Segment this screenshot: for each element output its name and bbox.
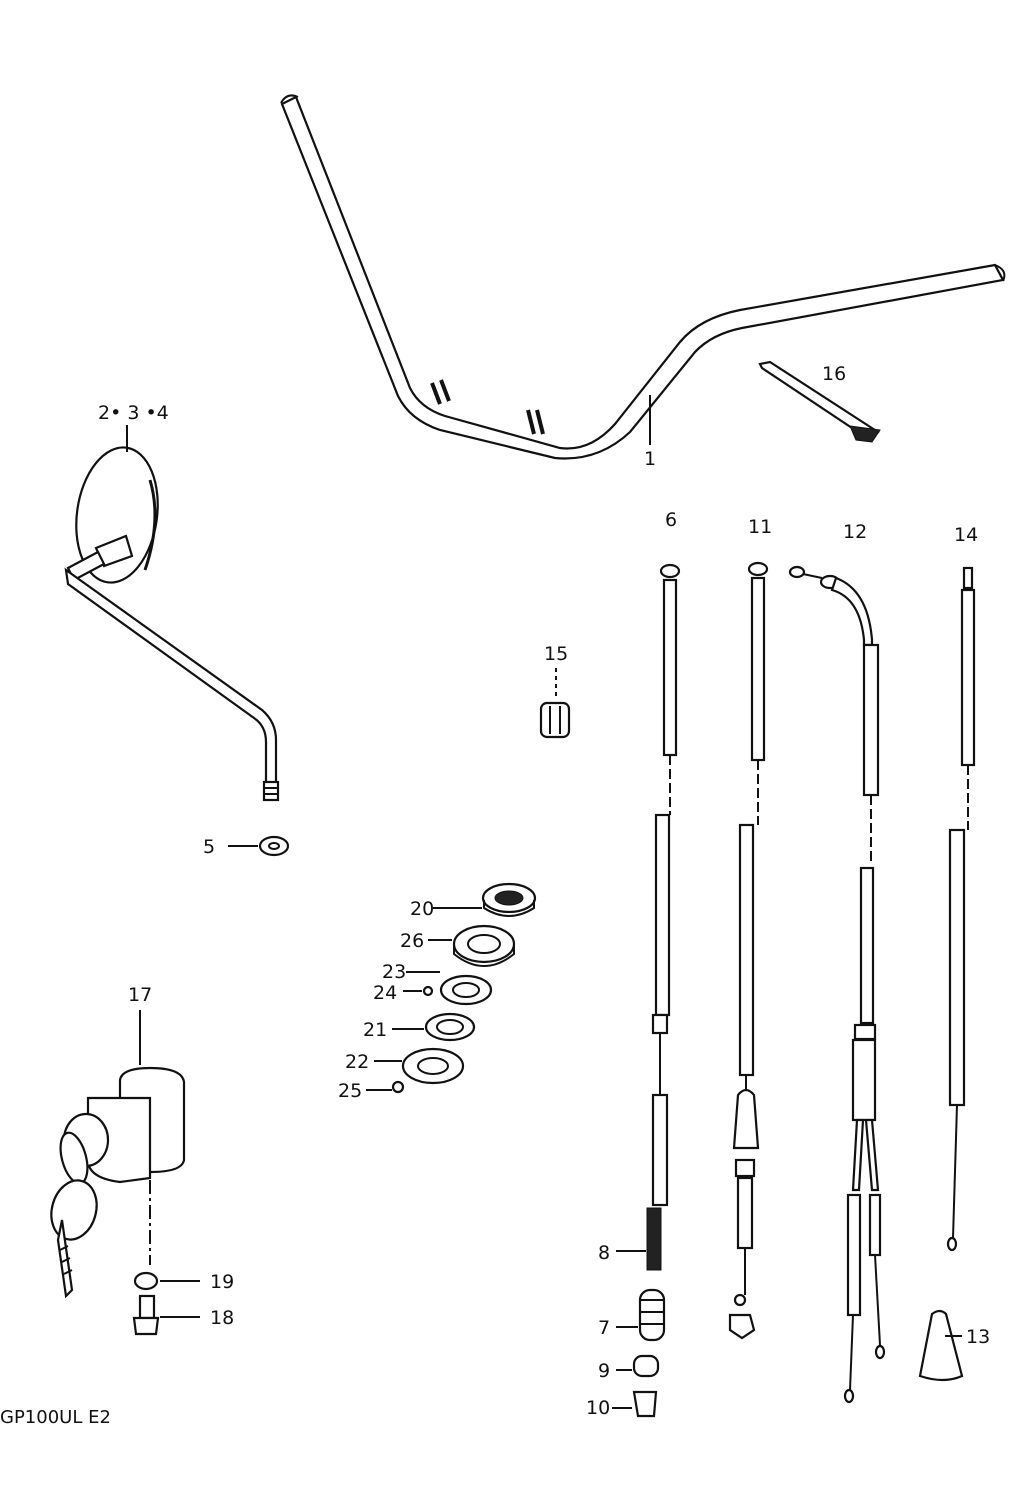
- part-label-19: 19: [210, 1271, 234, 1293]
- part-label-9: 9: [598, 1360, 610, 1382]
- part-label-23: 23: [382, 961, 406, 983]
- mirror-assembly: [64, 446, 280, 802]
- boot-13: [918, 1309, 964, 1382]
- part-label-15: 15: [544, 643, 568, 665]
- ignition-switch: [50, 1066, 186, 1299]
- part-16-strip: [758, 360, 881, 443]
- part-label-5: 5: [203, 836, 215, 858]
- bearing-stack: [391, 882, 537, 1094]
- bolt-18: [138, 1294, 156, 1320]
- part-label-8: 8: [598, 1242, 610, 1264]
- cable-12: [788, 565, 886, 1404]
- handlebar: [280, 94, 1006, 460]
- clip-15: [539, 701, 571, 739]
- part-label-20: 20: [410, 898, 434, 920]
- part-label-25: 25: [338, 1080, 362, 1102]
- cable-14: [946, 566, 976, 1252]
- part-label-22: 22: [345, 1051, 369, 1073]
- part-label-10: 10: [586, 1397, 610, 1419]
- nut-19: [133, 1271, 159, 1291]
- part-label-18: 18: [210, 1307, 234, 1329]
- part-label-7: 7: [598, 1317, 610, 1339]
- cable-6: [632, 563, 681, 1418]
- part-label-13: 13: [966, 1326, 990, 1348]
- part-label-12: 12: [843, 521, 867, 543]
- part-label-1: 1: [644, 448, 656, 470]
- washer-5: [258, 835, 290, 857]
- part-label-21: 21: [363, 1019, 387, 1041]
- part-label-2-3-4: 2• 3 •4: [98, 402, 169, 424]
- part-label-24: 24: [373, 982, 397, 1004]
- part-label-6: 6: [665, 509, 677, 531]
- part-label-17: 17: [128, 984, 152, 1006]
- cable-11: [728, 561, 769, 1340]
- model-code-label: GP100UL E2: [0, 1407, 111, 1428]
- part-label-26: 26: [400, 930, 424, 952]
- part-label-14: 14: [954, 524, 978, 546]
- part-label-16: 16: [822, 363, 846, 385]
- part-label-11: 11: [748, 516, 772, 538]
